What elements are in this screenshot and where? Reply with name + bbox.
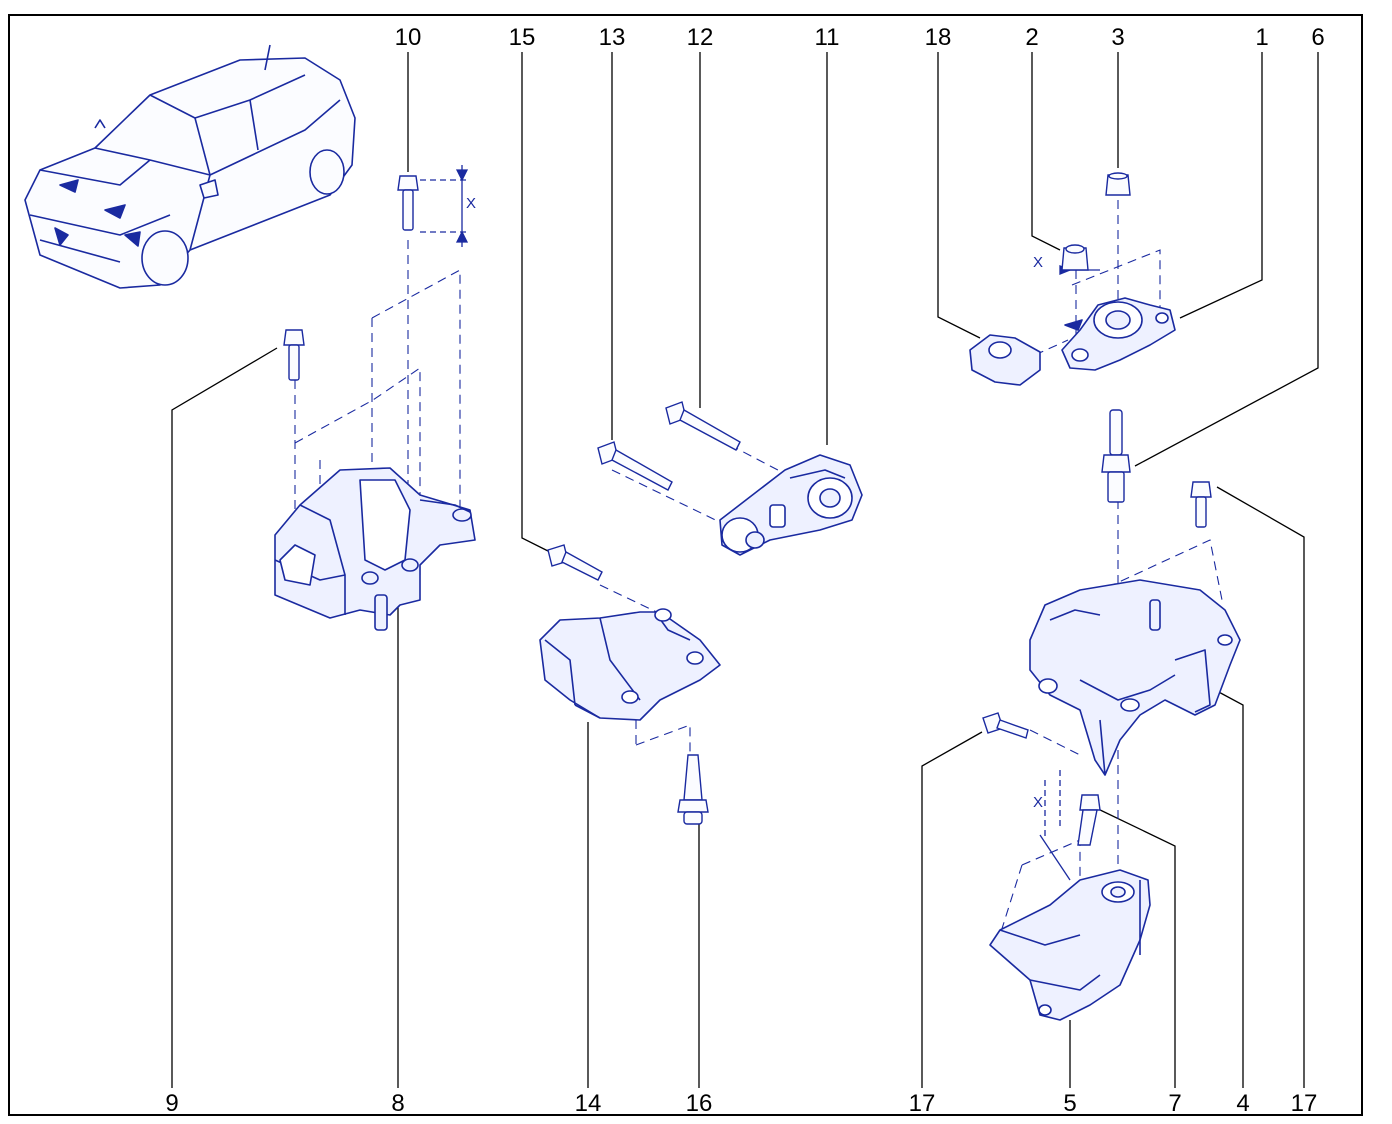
bracket-14	[539, 608, 721, 721]
dimension-x-label-top: X	[466, 195, 477, 212]
leader-7	[1095, 807, 1176, 1088]
leader-17a	[921, 731, 983, 1088]
mount-11	[719, 454, 863, 556]
callout-11: 11	[814, 24, 840, 51]
leader-6	[1134, 52, 1319, 467]
callout-4: 4	[1236, 1090, 1250, 1117]
callout-9: 9	[165, 1090, 179, 1117]
stud-6	[1101, 409, 1131, 503]
bolt-12	[665, 401, 741, 451]
callout-14: 14	[574, 1090, 602, 1117]
bolt-13	[597, 441, 673, 491]
callout-10: 10	[394, 24, 422, 51]
leader-1	[1179, 52, 1263, 319]
callout-8: 8	[391, 1090, 405, 1117]
callout-1: 1	[1255, 24, 1269, 51]
callout-12: 12	[686, 24, 714, 51]
bolt-15	[547, 544, 603, 581]
mount-1	[1061, 297, 1176, 371]
bolt-10	[397, 175, 419, 231]
callout-18: 18	[924, 24, 952, 51]
pad-18	[969, 334, 1041, 386]
support-4	[1029, 579, 1241, 776]
dimension-x-label-mid: X	[1033, 254, 1044, 271]
leader-18	[937, 52, 981, 339]
leader-lines	[171, 52, 1319, 1088]
callout-13: 13	[598, 24, 626, 51]
callout-6: 6	[1311, 24, 1325, 51]
bolt-16	[677, 754, 709, 825]
nut-3	[1105, 172, 1131, 196]
callout-15: 15	[508, 24, 536, 51]
nut-2	[1061, 244, 1089, 271]
callout-2: 2	[1025, 24, 1039, 51]
callout-17-left: 17	[908, 1090, 936, 1117]
callout-17-right: 17	[1290, 1090, 1318, 1117]
bolt-7	[1077, 794, 1101, 846]
leader-17b	[1216, 486, 1305, 1088]
dimension-x-label-bottom: X	[1033, 794, 1044, 811]
leader-4	[1214, 689, 1244, 1088]
leader-9	[171, 347, 278, 1088]
callout-3: 3	[1111, 24, 1125, 51]
car-illustration	[24, 44, 356, 289]
bracket-5	[989, 869, 1151, 1021]
callout-16: 16	[685, 1090, 713, 1117]
bolt-17-right	[1190, 481, 1212, 528]
bolt-17-left	[982, 712, 1029, 739]
callout-7: 7	[1168, 1090, 1182, 1117]
leader-15	[521, 52, 549, 552]
callout-5: 5	[1063, 1090, 1077, 1117]
mount-8	[274, 467, 476, 631]
bolt-9	[283, 329, 305, 381]
leader-2	[1031, 52, 1061, 251]
